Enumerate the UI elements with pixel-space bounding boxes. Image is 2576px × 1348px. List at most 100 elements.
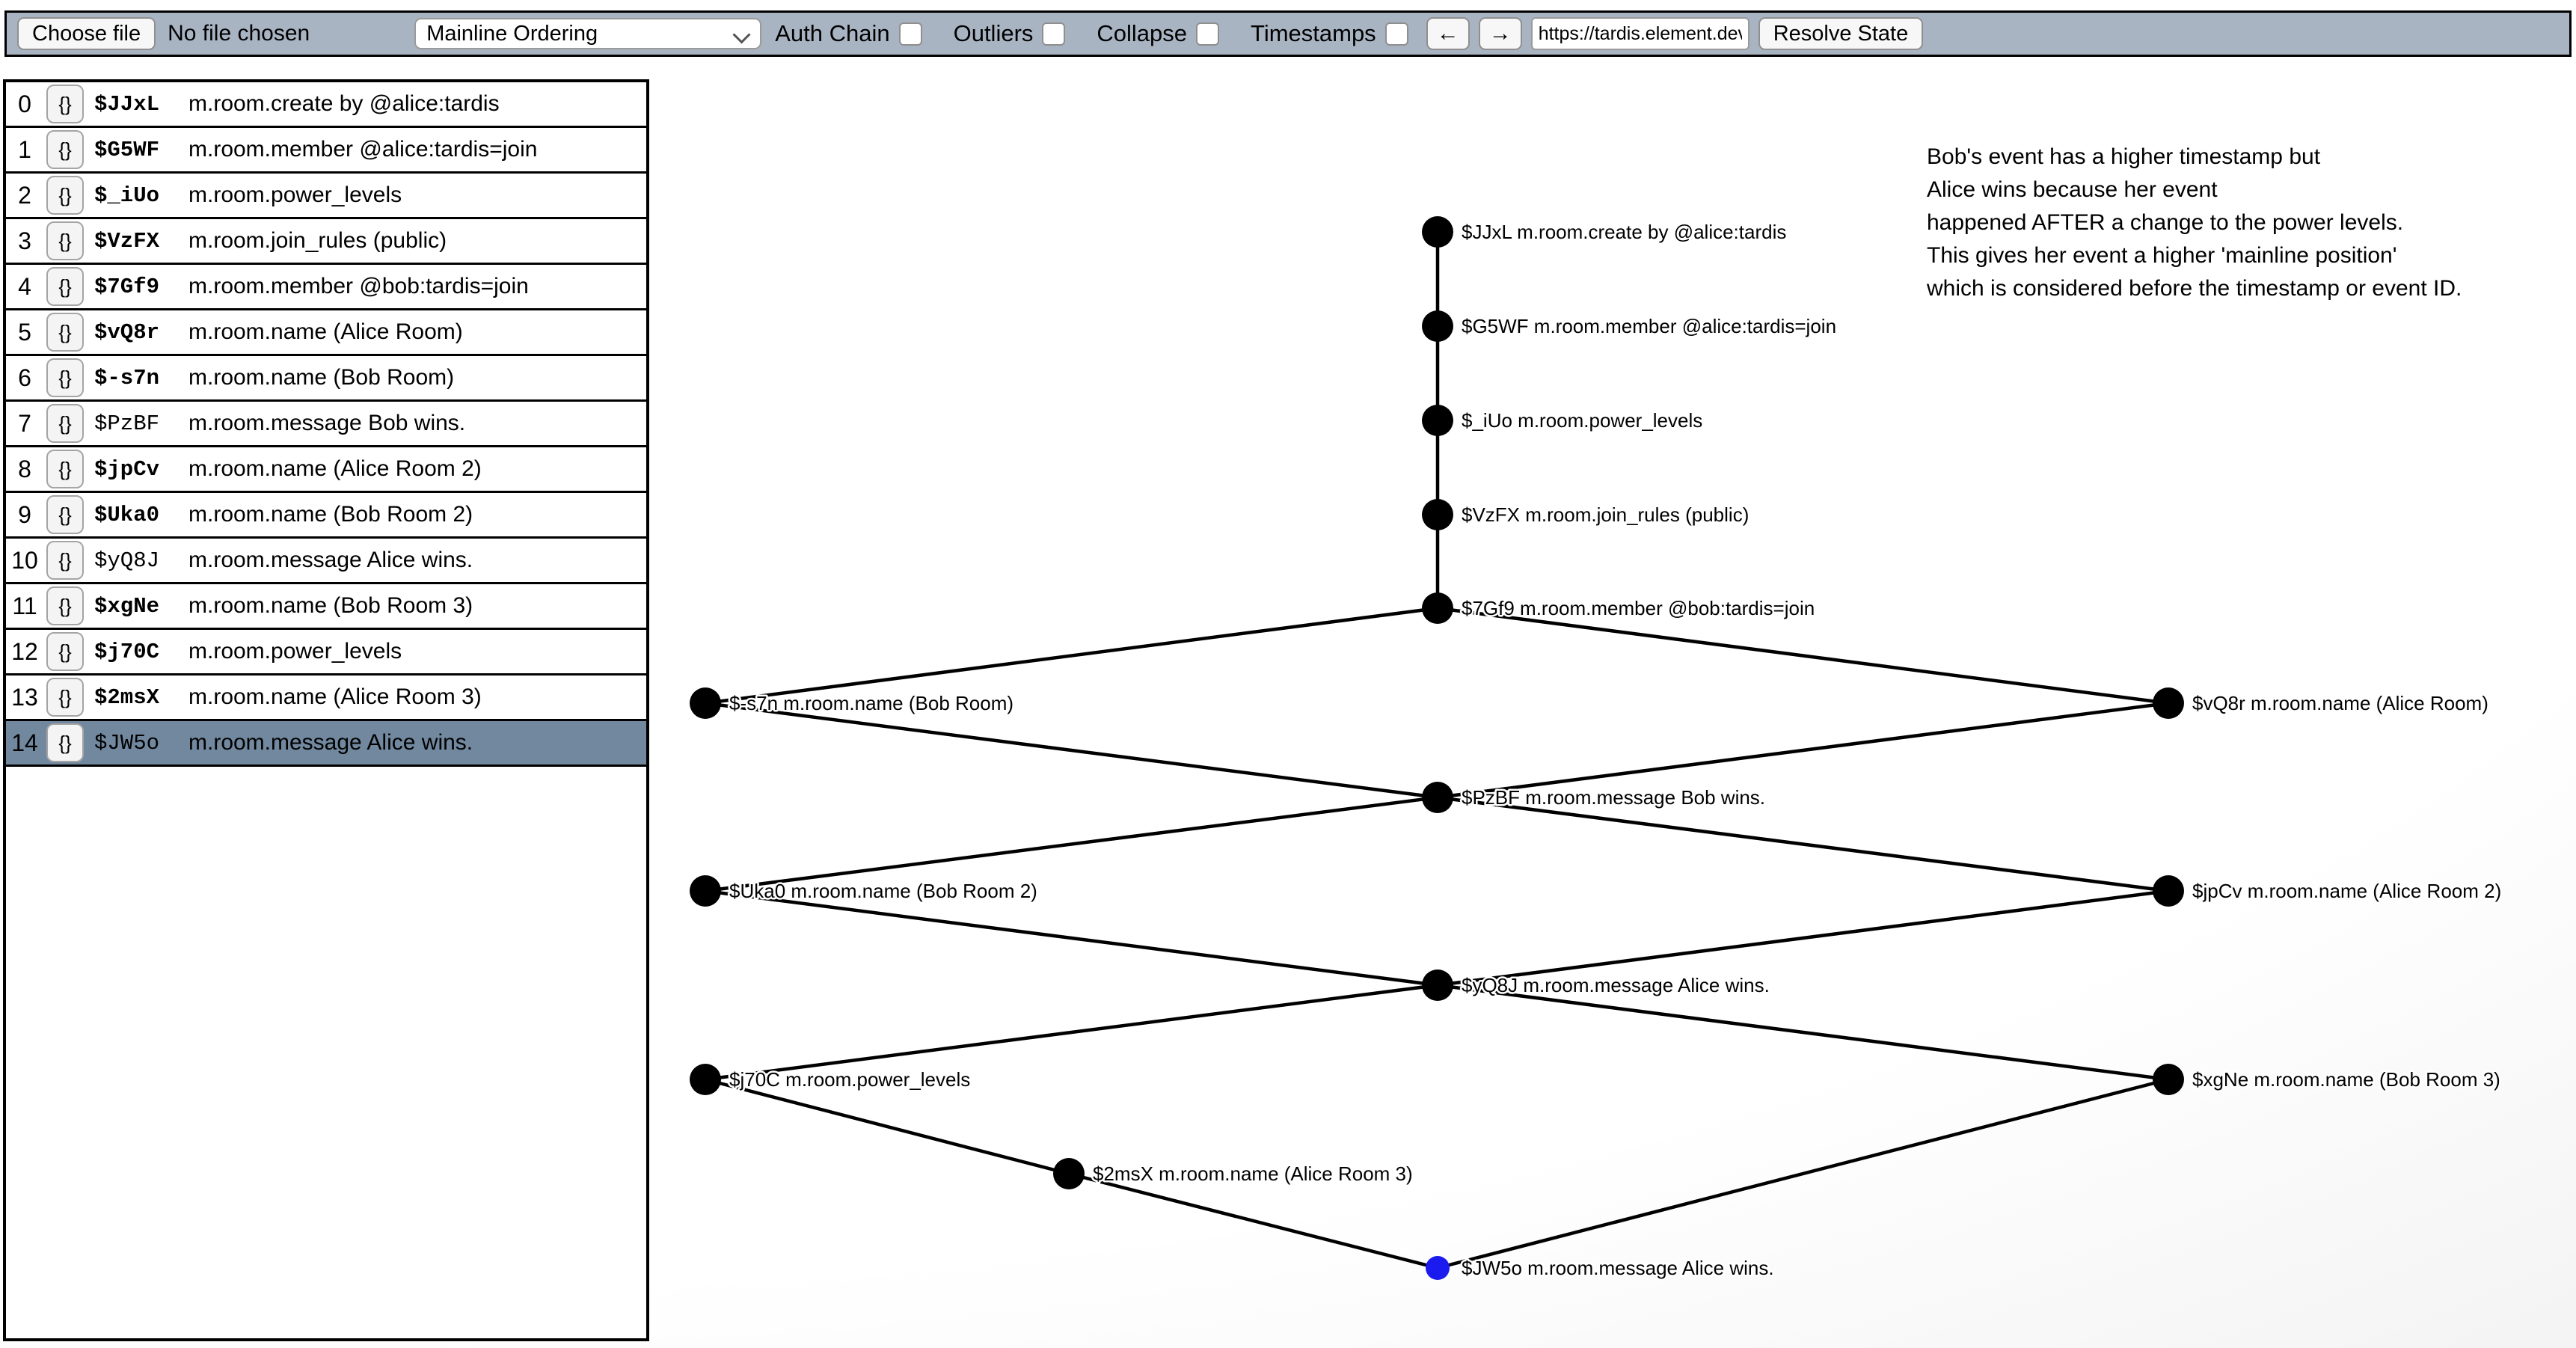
event-id: $j70C	[94, 639, 160, 664]
event-json-button[interactable]: {}	[46, 85, 84, 123]
event-json-button[interactable]: {}	[46, 541, 84, 580]
dag-node-$PzBF[interactable]	[1422, 782, 1453, 813]
event-list-row[interactable]: 10 {} $yQ8J m.room.message Alice wins.	[6, 539, 646, 584]
event-description: m.room.join_rules (public)	[188, 228, 447, 253]
event-list-row[interactable]: 9 {} $Uka0 m.room.name (Bob Room 2)	[6, 493, 646, 539]
event-list-row[interactable]: 6 {} $-s7n m.room.name (Bob Room)	[6, 356, 646, 402]
collapse-group: Collapse	[1097, 20, 1237, 47]
event-list-row[interactable]: 3 {} $VzFX m.room.join_rules (public)	[6, 219, 646, 265]
outliers-label: Outliers	[953, 20, 1034, 46]
event-json-button[interactable]: {}	[46, 313, 84, 352]
event-json-button[interactable]: {}	[46, 130, 84, 169]
event-json-button[interactable]: {}	[46, 267, 84, 306]
event-id: $yQ8J	[94, 548, 160, 573]
event-list-row[interactable]: 0 {} $JJxL m.room.create by @alice:tardi…	[6, 82, 646, 128]
toolbar: Choose file No file chosen Mainline Orde…	[4, 10, 2572, 57]
event-json-button[interactable]: {}	[46, 358, 84, 397]
ordering-select-value: Mainline Ordering	[426, 21, 598, 46]
event-list-row[interactable]: 1 {} $G5WF m.room.member @alice:tardis=j…	[6, 128, 646, 174]
event-description: m.room.name (Alice Room)	[188, 319, 463, 344]
event-description: m.room.power_levels	[188, 639, 402, 664]
event-list-row[interactable]: 8 {} $jpCv m.room.name (Alice Room 2)	[6, 447, 646, 493]
event-list-row[interactable]: 4 {} $7Gf9 m.room.member @bob:tardis=joi…	[6, 265, 646, 310]
dag-node-$Uka0[interactable]	[690, 875, 721, 907]
event-index: 13	[11, 683, 38, 711]
event-list-row[interactable]: 5 {} $vQ8r m.room.name (Alice Room)	[6, 310, 646, 356]
event-json-button[interactable]: {}	[46, 678, 84, 717]
event-json-button[interactable]: {}	[46, 450, 84, 488]
event-index: 12	[11, 637, 38, 665]
event-index: 7	[18, 409, 31, 437]
dag-node-label: $7Gf9 m.room.member @bob:tardis=join	[1462, 597, 1815, 619]
dag-node-$JJxL[interactable]	[1422, 216, 1453, 248]
auth-chain-group: Auth Chain	[775, 20, 939, 47]
dag-node-$7Gf9[interactable]	[1422, 592, 1453, 624]
event-json-button[interactable]: {}	[46, 495, 84, 534]
dag-node-label: $PzBF m.room.message Bob wins.	[1462, 786, 1765, 809]
event-json-button[interactable]: {}	[46, 632, 84, 671]
event-description: m.room.message Bob wins.	[188, 411, 466, 435]
event-index: 8	[18, 455, 31, 482]
dag-node-$2msX[interactable]	[1053, 1158, 1085, 1189]
auth-chain-label: Auth Chain	[775, 20, 890, 46]
event-description: m.room.member @bob:tardis=join	[188, 274, 529, 298]
dag-node-$jpCv[interactable]	[2153, 875, 2184, 907]
event-json-button[interactable]: {}	[46, 404, 84, 443]
event-list-row[interactable]: 2 {} $_iUo m.room.power_levels	[6, 174, 646, 219]
dag-node-$G5WF[interactable]	[1422, 310, 1453, 342]
dag-node-$xgNe[interactable]	[2153, 1064, 2184, 1095]
url-input[interactable]	[1530, 17, 1749, 50]
forward-button[interactable]: →	[1478, 17, 1522, 50]
timestamps-checkbox[interactable]	[1384, 22, 1408, 46]
choose-file-button[interactable]: Choose file	[17, 17, 156, 50]
dag-node-$_iUo[interactable]	[1422, 405, 1453, 436]
event-id: $JW5o	[94, 730, 160, 756]
dag-node-label: $G5WF m.room.member @alice:tardis=join	[1462, 315, 1836, 337]
dag-edge	[705, 606, 1438, 705]
timestamps-label: Timestamps	[1251, 20, 1376, 46]
event-index: 9	[18, 500, 31, 528]
dag-node-$VzFX[interactable]	[1422, 499, 1453, 530]
event-id: $vQ8r	[94, 319, 160, 345]
dag-node-label: $VzFX m.room.join_rules (public)	[1462, 503, 1749, 526]
file-status-text: No file chosen	[168, 21, 310, 46]
auth-chain-checkbox[interactable]	[898, 22, 922, 46]
event-description: m.room.message Alice wins.	[188, 730, 473, 755]
collapse-checkbox[interactable]	[1196, 22, 1220, 46]
event-id: $PzBF	[94, 411, 160, 436]
event-list-row[interactable]: 11 {} $xgNe m.room.name (Bob Room 3)	[6, 584, 646, 630]
event-json-button[interactable]: {}	[46, 221, 84, 260]
event-description: m.room.power_levels	[188, 183, 402, 207]
dag-node-$yQ8J[interactable]	[1422, 969, 1453, 1001]
event-json-button[interactable]: {}	[46, 586, 84, 625]
event-id: $2msX	[94, 684, 160, 710]
dag-edge	[705, 1077, 1070, 1176]
event-list-row[interactable]: 12 {} $j70C m.room.power_levels	[6, 630, 646, 675]
collapse-label: Collapse	[1097, 20, 1188, 46]
event-id: $G5WF	[94, 137, 160, 162]
ordering-select[interactable]: Mainline Ordering	[414, 18, 762, 49]
event-id: $Uka0	[94, 502, 160, 527]
dag-node-label: $-s7n m.room.name (Bob Room)	[729, 692, 1013, 714]
event-id: $JJxL	[94, 91, 160, 117]
event-list-row[interactable]: 13 {} $2msX m.room.name (Alice Room 3)	[6, 675, 646, 721]
event-json-button[interactable]: {}	[46, 176, 84, 215]
event-id: $7Gf9	[94, 274, 160, 299]
event-description: m.room.message Alice wins.	[188, 548, 473, 572]
resolve-state-button[interactable]: Resolve State	[1758, 17, 1924, 50]
back-button[interactable]: ←	[1426, 17, 1470, 50]
event-index: 2	[18, 181, 31, 209]
outliers-checkbox[interactable]	[1042, 22, 1066, 46]
dag-edge	[1437, 983, 2169, 1082]
dag-node-$j70C[interactable]	[690, 1064, 721, 1095]
dag-node-label: $JJxL m.room.create by @alice:tardis	[1462, 221, 1786, 243]
dag-node-label: $vQ8r m.room.name (Alice Room)	[2192, 692, 2488, 714]
dag-node-$-s7n[interactable]	[690, 687, 721, 719]
dag-node-$vQ8r[interactable]	[2153, 687, 2184, 719]
event-list-row[interactable]: 7 {} $PzBF m.room.message Bob wins.	[6, 402, 646, 447]
event-list-row[interactable]: 14 {} $JW5o m.room.message Alice wins.	[6, 721, 646, 767]
outliers-group: Outliers	[954, 20, 1084, 47]
event-description: m.room.name (Bob Room 2)	[188, 502, 473, 527]
dag-node-$JW5o[interactable]	[1426, 1256, 1450, 1280]
event-json-button[interactable]: {}	[46, 723, 84, 762]
